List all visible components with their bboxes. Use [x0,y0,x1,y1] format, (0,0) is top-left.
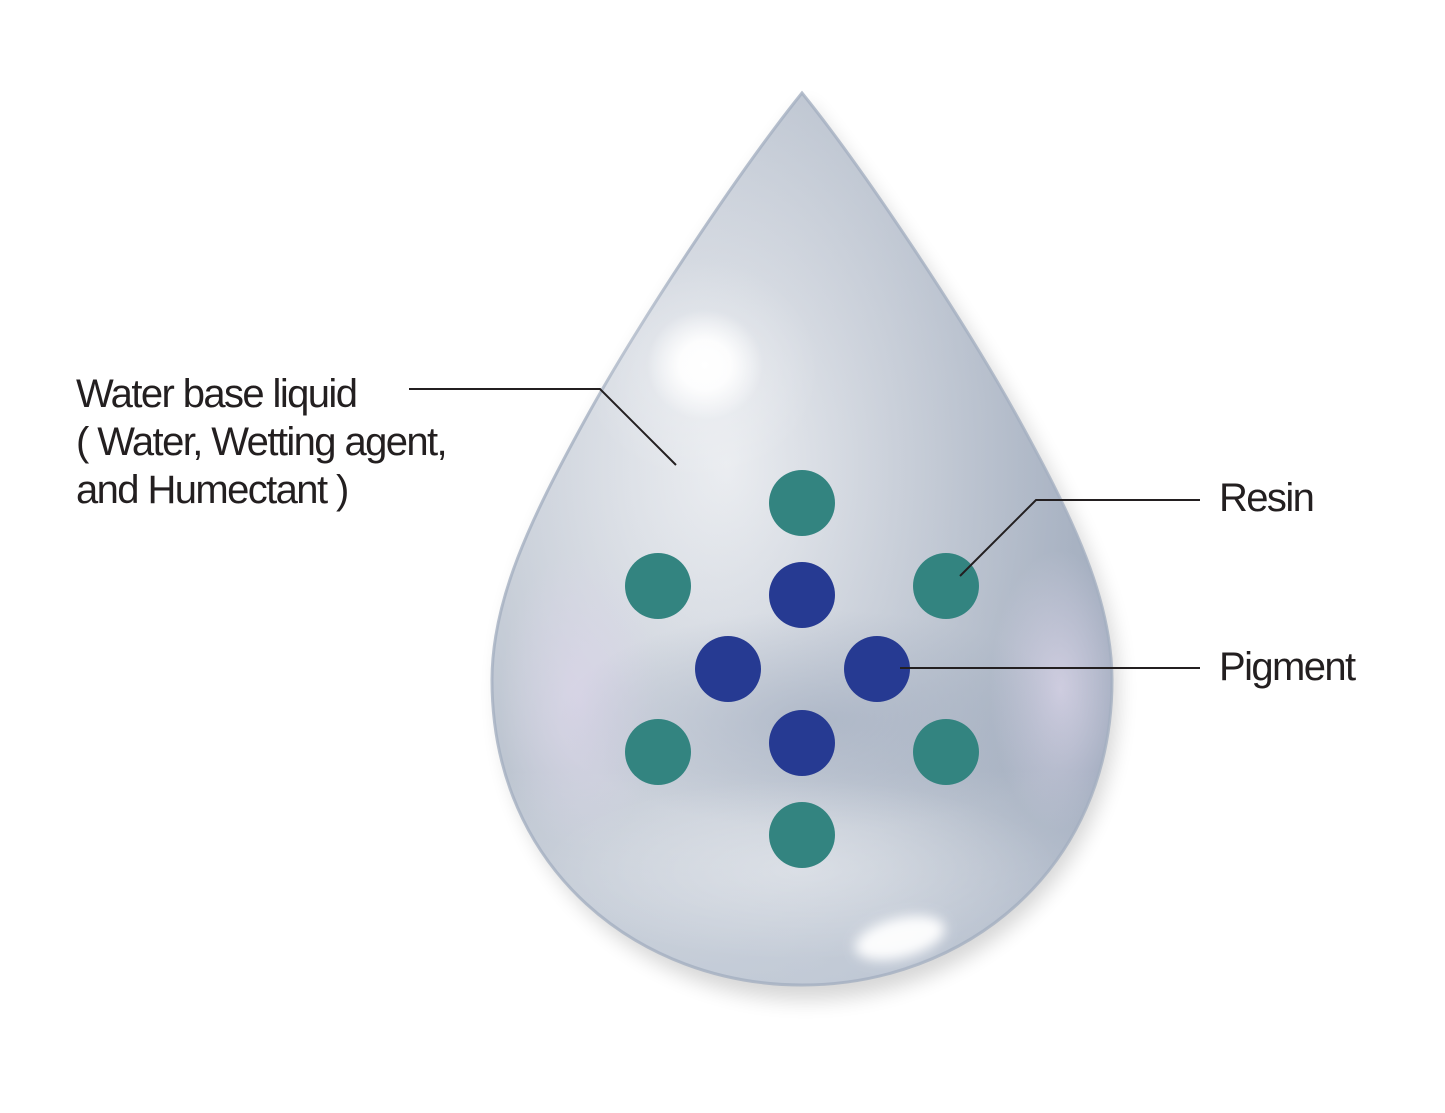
leader-line-liquid [409,388,677,466]
pigment-particle [844,636,910,702]
drop-highlight-bottom [855,915,945,961]
resin-particle [769,470,835,536]
label-water-base-liquid: Water base liquid ( Water, Wetting agent… [76,370,448,514]
resin-particle [625,553,691,619]
resin-particle [769,802,835,868]
label-resin: Resin [1219,476,1315,520]
leader-line-resin [959,499,1200,577]
leader-lines [409,388,1200,669]
label-pigment: Pigment [1219,645,1356,689]
resin-particle [625,719,691,785]
pigment-particle [695,636,761,702]
label-liquid-line-1: Water base liquid [76,372,358,416]
pigment-particle [769,710,835,776]
resin-particle [913,553,979,619]
label-liquid-line-3: and Humectant ) [76,468,349,512]
pigment-particle [769,562,835,628]
particle-cluster [625,470,979,868]
label-liquid-line-2: ( Water, Wetting agent, [76,420,448,464]
resin-particle [913,719,979,785]
drop-highlight-glow [580,260,820,480]
